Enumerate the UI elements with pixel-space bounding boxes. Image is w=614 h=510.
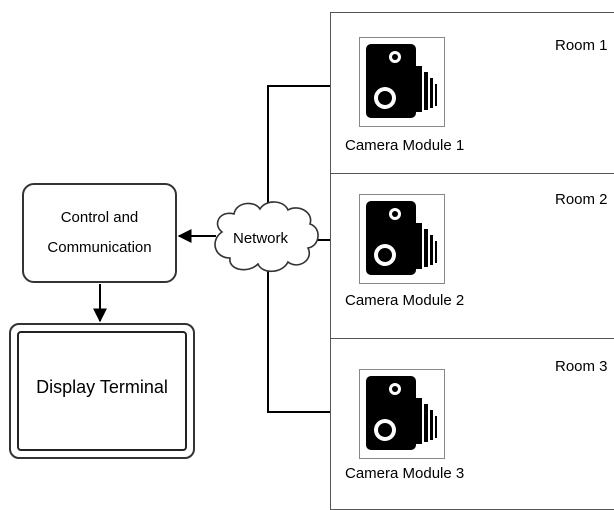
- display-terminal: Display Terminal: [9, 323, 195, 459]
- network-cloud-icon: [214, 201, 319, 273]
- room-2-label: Room 2: [555, 191, 608, 208]
- camera-icon: [366, 376, 437, 450]
- camera-icon: [366, 44, 437, 118]
- camera-module-2-label: Camera Module 2: [345, 292, 465, 309]
- network-to-camera-3-line: [267, 268, 360, 419]
- room-2-panel: Room 2 Camera Module 2: [330, 173, 614, 339]
- camera-module-1-label: Camera Module 1: [345, 137, 465, 154]
- camera-module-1-frame: [359, 37, 445, 127]
- camera-module-3-frame: [359, 369, 445, 459]
- camera-module-3-label: Camera Module 3: [345, 465, 465, 482]
- diagram-connectors: [93, 79, 360, 419]
- control-communication-box: Control and Communication: [22, 183, 177, 283]
- camera-icon: [366, 201, 437, 275]
- network-to-camera-1-line: [267, 79, 358, 210]
- network-label: Network: [233, 230, 289, 247]
- room-1-panel: Room 1 Camera Module 1: [330, 12, 614, 174]
- room-3-label: Room 3: [555, 358, 608, 375]
- room-1-label: Room 1: [555, 37, 608, 54]
- control-box-line-1: Control and: [60, 209, 139, 226]
- room-3-panel: Room 3 Camera Module 3: [330, 338, 614, 510]
- control-box-line-2: Communication: [47, 239, 152, 256]
- display-terminal-label: Display Terminal: [36, 377, 168, 397]
- camera-module-2-frame: [359, 194, 445, 284]
- display-terminal-screen: Display Terminal: [17, 331, 187, 451]
